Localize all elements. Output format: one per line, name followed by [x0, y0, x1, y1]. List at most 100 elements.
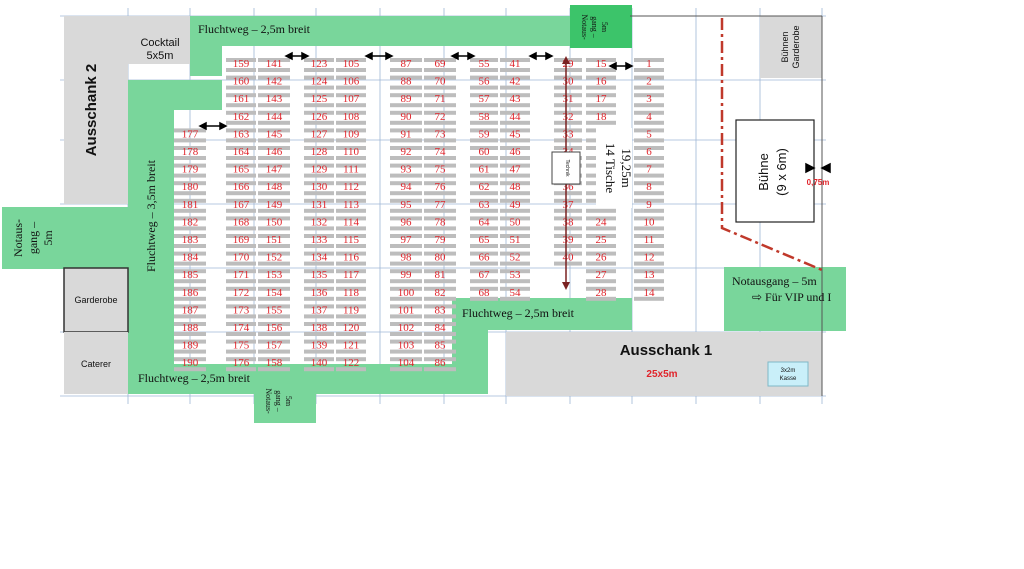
table-number: 156 — [266, 322, 283, 334]
table-bar — [500, 146, 530, 150]
table-bar — [390, 173, 422, 178]
notausgang-bottom-label-3: 5m — [284, 396, 293, 407]
notausgang-right-box — [724, 267, 846, 331]
table-bar — [424, 128, 456, 133]
table-bar — [634, 93, 664, 98]
stage-gap-arrow-left — [805, 162, 816, 174]
table-bar — [424, 314, 456, 319]
table-number: 134 — [311, 252, 328, 264]
buehne-label-1: Bühne — [756, 153, 771, 191]
table-bar — [390, 191, 422, 196]
table-number: 95 — [401, 199, 413, 211]
table-bar — [174, 128, 206, 133]
table-bar — [470, 58, 498, 62]
table-number: 126 — [311, 111, 328, 123]
table-number: 144 — [266, 111, 283, 123]
table-number: 103 — [398, 340, 415, 352]
table-number: 100 — [398, 287, 415, 299]
table-bar — [634, 85, 664, 90]
table-bar — [470, 261, 498, 266]
table-bar — [470, 234, 498, 238]
table-bar — [226, 75, 256, 80]
table-bar — [634, 138, 664, 143]
table-bar — [586, 208, 616, 213]
table-number: 175 — [233, 340, 250, 352]
notausgang-top-box — [570, 5, 632, 48]
table-bar — [390, 156, 422, 160]
table-number: 5 — [646, 128, 652, 140]
table-bar — [634, 173, 664, 178]
caterer-area — [64, 332, 128, 394]
table-number: 138 — [311, 322, 328, 334]
notausgang-right-label-2: ⇨ Für VIP und I — [752, 290, 831, 304]
table-bar — [586, 296, 616, 301]
table-number: 119 — [343, 304, 360, 316]
table-bar — [258, 120, 290, 125]
table-bar — [258, 110, 290, 115]
table-bar — [336, 269, 366, 274]
table-number: 133 — [311, 234, 328, 246]
table-bar — [258, 251, 290, 256]
table-bar — [258, 198, 290, 203]
table-bar — [336, 138, 366, 143]
table-number: 73 — [435, 128, 447, 140]
table-number: 178 — [182, 146, 199, 158]
table-bar — [174, 191, 206, 196]
table-number: 61 — [479, 164, 490, 176]
technik-box — [551, 151, 581, 185]
table-bar — [336, 85, 366, 90]
table-bar — [554, 191, 582, 196]
table-bar — [586, 269, 616, 274]
table-bar — [424, 339, 456, 344]
table-number: 79 — [435, 234, 447, 246]
table-number: 149 — [266, 199, 283, 211]
table-number: 181 — [182, 199, 199, 211]
table-bar — [500, 279, 530, 284]
table-number: 67 — [479, 269, 491, 281]
table-bar — [174, 332, 206, 336]
table-number: 56 — [479, 76, 491, 88]
table-bar — [554, 198, 582, 203]
table-bar — [336, 58, 366, 62]
table-bar — [226, 367, 256, 372]
table-bar — [258, 357, 290, 362]
table-bar — [424, 156, 456, 160]
table-bar — [174, 251, 206, 256]
table-bar — [304, 138, 334, 143]
table-bar — [424, 251, 456, 256]
table-bar — [390, 251, 422, 256]
table-bar — [226, 357, 256, 362]
table-bar — [470, 286, 498, 291]
table-bar — [174, 208, 206, 213]
table-number: 186 — [182, 287, 199, 299]
table-bar — [500, 296, 530, 301]
arrow-head-right — [545, 51, 554, 61]
table-bar — [500, 110, 530, 115]
table-bar — [174, 296, 206, 301]
table-bar — [586, 226, 616, 231]
table-number: 53 — [510, 269, 522, 281]
table-bar — [258, 216, 290, 221]
table-number: 128 — [311, 146, 328, 158]
table-bar — [304, 322, 334, 326]
table-number: 165 — [233, 164, 250, 176]
table-bar — [226, 322, 256, 326]
table-bar — [554, 234, 582, 238]
table-number: 51 — [510, 234, 521, 246]
table-number: 111 — [343, 164, 359, 176]
table-bar — [390, 367, 422, 372]
table-number: 78 — [435, 216, 447, 228]
table-bar — [336, 163, 366, 168]
table-number: 80 — [435, 252, 447, 264]
table-number: 171 — [233, 269, 250, 281]
notausgang-left-label-1: Notaus- — [11, 219, 25, 257]
table-number: 2 — [646, 76, 652, 88]
table-number: 124 — [311, 76, 328, 88]
table-number: 38 — [563, 216, 575, 228]
table-bar — [226, 138, 256, 143]
table-bar — [586, 85, 616, 90]
table-bar — [336, 181, 366, 186]
table-bar — [390, 322, 422, 326]
table-number: 48 — [510, 181, 522, 193]
table-bar — [500, 226, 530, 231]
